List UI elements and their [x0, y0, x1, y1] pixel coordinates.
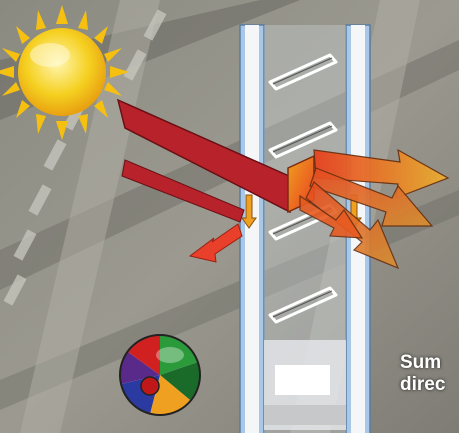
incoming-ray-arrow	[116, 98, 299, 214]
caption-text: Sum direc	[400, 352, 459, 396]
caption-line-1: Sum	[400, 352, 442, 373]
reflected-ray-arrow	[121, 159, 245, 263]
caption-line-2: direc	[400, 374, 446, 395]
sun-icon	[0, 5, 129, 140]
beach-ball-icon	[119, 334, 201, 416]
reemitted-heat-arrows	[299, 148, 450, 270]
